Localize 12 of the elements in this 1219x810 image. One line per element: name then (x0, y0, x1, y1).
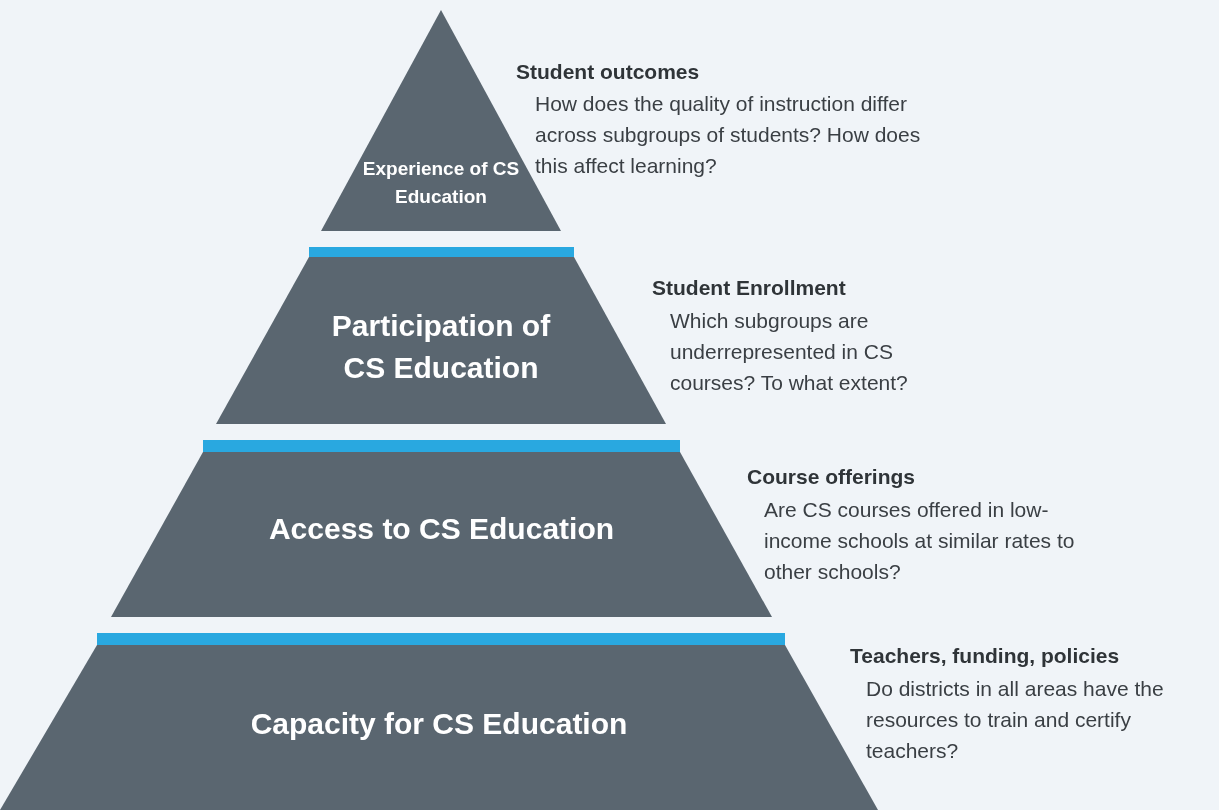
tier-label: Participation of CS Education (330, 308, 552, 386)
description-text: Which subgroups are underrepresented in CS courses? To what extent? (670, 308, 909, 396)
section-heading: Teachers, funding, policies (850, 644, 1120, 668)
description-text: Are CS courses offered in low-income schools at similar rates to other schools? (764, 497, 1076, 585)
section-heading: Student outcomes (516, 60, 700, 84)
section-heading: Student Enrollment (652, 276, 846, 300)
description-text: Do districts in all areas have the resources to train and certify teachers? (866, 676, 1165, 764)
section-heading: Course offerings (747, 465, 916, 489)
tier-label: Experience of CS Education (361, 157, 521, 209)
tier-label: Capacity for CS Education (249, 706, 629, 742)
tier-label: Access to CS Education (267, 511, 616, 547)
description-text: How does the quality of instruction differ across subgroups of students? How does this affect learning? (535, 91, 922, 179)
